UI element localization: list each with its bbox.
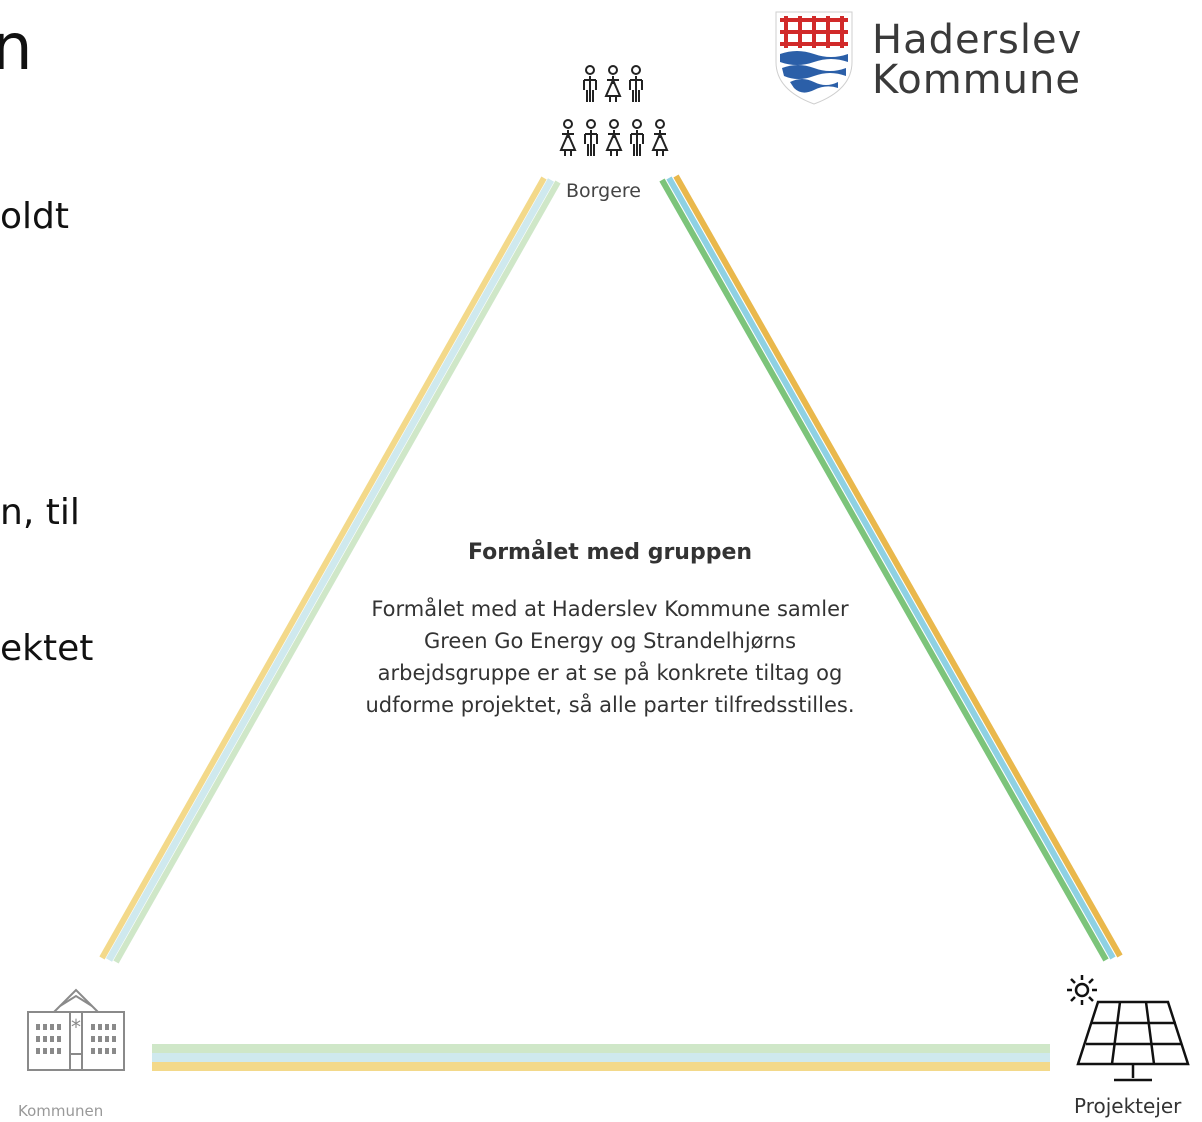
edge-borgere-projektejer (659, 174, 1123, 962)
svg-text:*: * (71, 1015, 81, 1039)
solar-panel-icon (1067, 975, 1190, 1082)
node-label-projektejer: Projektejer (1074, 1094, 1182, 1118)
purpose-body: Formålet med at Haderslev Kommune samler… (365, 597, 855, 717)
edge-kommunen-projektejer (152, 1044, 1050, 1071)
slide-title-fragment: n (0, 11, 33, 85)
edge-borgere-kommunen (99, 176, 561, 964)
node-label-kommunen: Kommunen (18, 1102, 104, 1120)
town-hall-building-icon: * (27, 988, 125, 1071)
slide-text-fragment-1: oldt (0, 196, 69, 237)
logo-text: Haderslev Kommune (872, 20, 1082, 100)
logo-line-2: Kommune (872, 57, 1081, 103)
haderslev-coat-of-arms-icon (775, 11, 853, 105)
haderslev-kommune-logo: Haderslev Kommune (772, 6, 1142, 106)
purpose-text-box: Formålet med gruppen Formålet med at Had… (330, 540, 890, 721)
slide-text-fragment-2: n, til (0, 492, 80, 533)
people-group-icon (559, 65, 669, 156)
slide-text-fragment-3: ektet (0, 628, 94, 669)
node-label-borgere: Borgere (566, 180, 641, 202)
logo-line-1: Haderslev (872, 17, 1083, 63)
purpose-title: Formålet med gruppen (467, 540, 753, 565)
